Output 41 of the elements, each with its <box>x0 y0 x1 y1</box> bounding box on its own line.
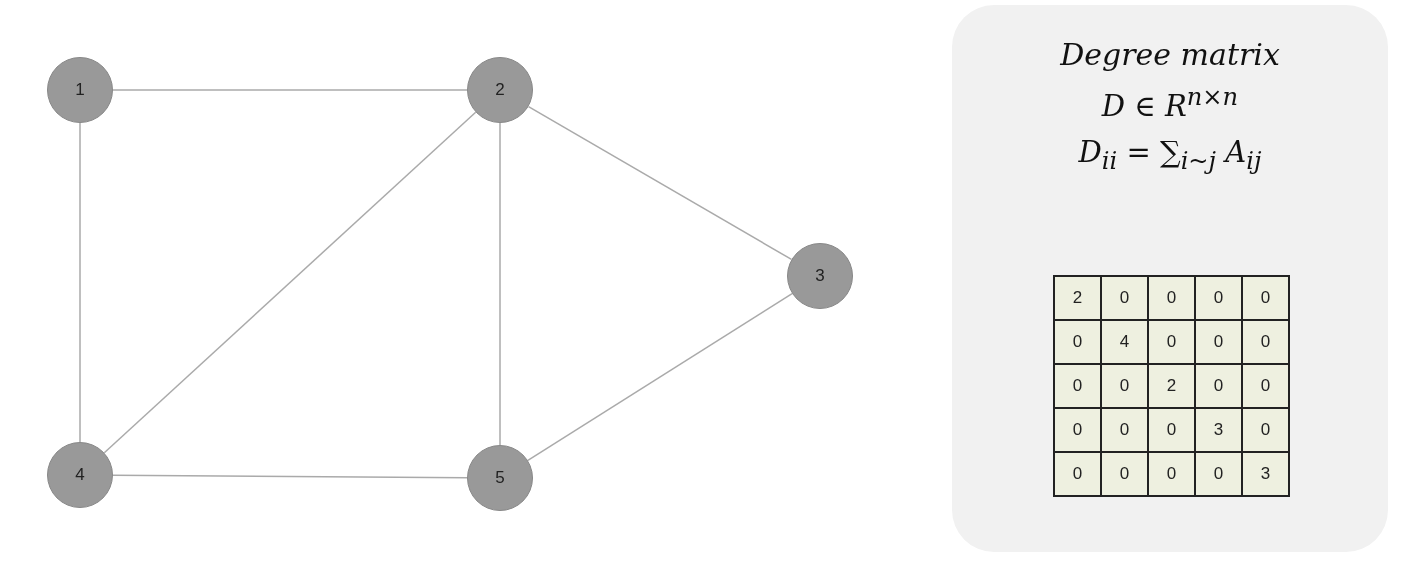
matrix-cell: 0 <box>1242 320 1289 364</box>
graph-edge <box>499 122 501 446</box>
graph-edge <box>112 474 468 479</box>
graph-edge <box>79 122 81 443</box>
matrix-panel <box>952 5 1388 552</box>
matrix-cell: 0 <box>1195 276 1242 320</box>
graph-vertex: 3 <box>787 243 853 309</box>
graph-vertex: 4 <box>47 442 113 508</box>
matrix-cell: 0 <box>1242 364 1289 408</box>
matrix-cell: 0 <box>1054 408 1101 452</box>
matrix-cell: 0 <box>1101 452 1148 496</box>
matrix-cell: 0 <box>1054 364 1101 408</box>
graph-edge <box>112 89 468 91</box>
graph-vertex: 5 <box>467 445 533 511</box>
matrix-cell: 0 <box>1148 408 1195 452</box>
graph-edge <box>527 292 793 462</box>
matrix-cell: 0 <box>1054 452 1101 496</box>
matrix-cell: 0 <box>1242 276 1289 320</box>
matrix-cell: 0 <box>1148 276 1195 320</box>
graph-edge <box>103 111 477 454</box>
matrix-cell: 0 <box>1195 452 1242 496</box>
graph-vertex: 2 <box>467 57 533 123</box>
matrix-cell: 3 <box>1242 452 1289 496</box>
matrix-cell: 2 <box>1054 276 1101 320</box>
matrix-cell: 0 <box>1195 364 1242 408</box>
matrix-cell: 0 <box>1148 320 1195 364</box>
matrix-cell: 0 <box>1101 408 1148 452</box>
matrix-cell: 0 <box>1148 452 1195 496</box>
graph-edge <box>527 105 793 261</box>
panel-heading: Degree matrix <box>1059 37 1281 72</box>
matrix-cell: 2 <box>1148 364 1195 408</box>
graph-vertex: 1 <box>47 57 113 123</box>
formula: D$_{ii}$ = ∑$_{i~j}$ A$_{ij}$ <box>1077 135 1263 175</box>
matrix-cell: 0 <box>1101 364 1148 408</box>
matrix-cell: 0 <box>1101 276 1148 320</box>
formula: D ∈ R$^{n×n}$ <box>1100 83 1240 123</box>
matrix-cell: 3 <box>1195 408 1242 452</box>
matrix-cell: 4 <box>1101 320 1148 364</box>
matrix-cell: 0 <box>1242 408 1289 452</box>
matrix-cell: 0 <box>1195 320 1242 364</box>
matrix-cell: 0 <box>1054 320 1101 364</box>
